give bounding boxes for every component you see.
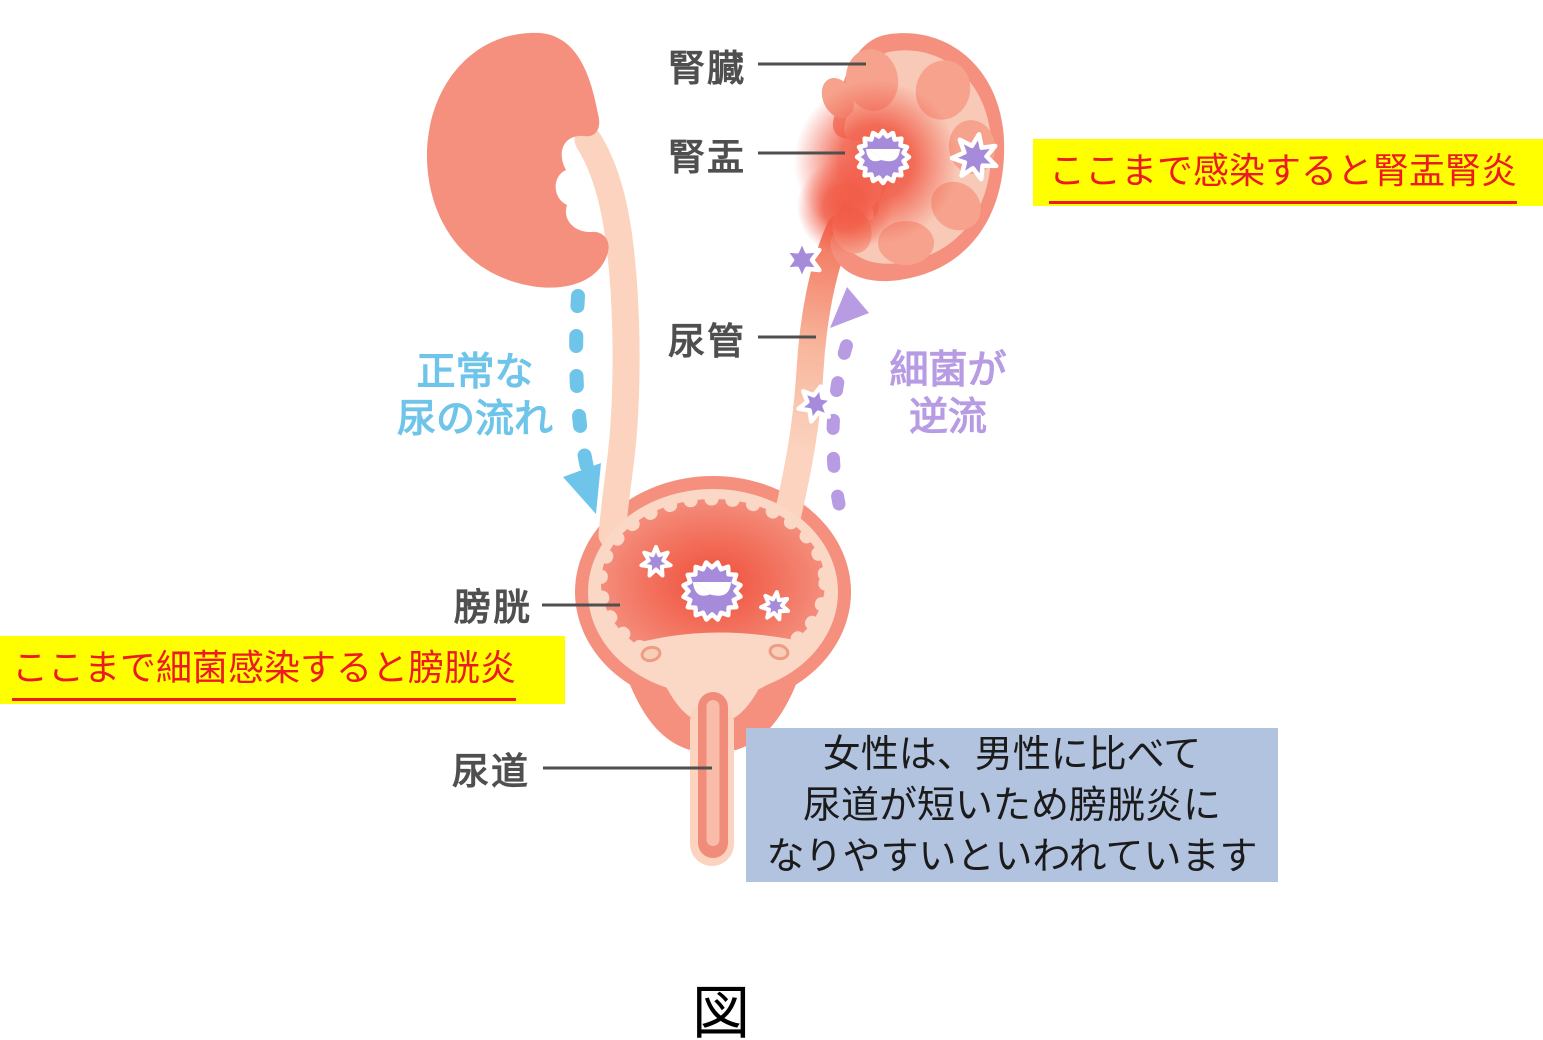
bacteria-star-icon: [796, 384, 836, 424]
backflow-arrow-icon: [826, 287, 869, 511]
cystitis-callout: ここまで細菌感染すると膀胱炎: [0, 636, 565, 704]
renal-pelvis-label: 腎盂: [668, 136, 746, 179]
kidney-label: 腎臓: [668, 47, 746, 90]
bacteria-star-icon: [759, 590, 791, 622]
bacteria-germ-icon: [681, 560, 743, 622]
left-kidney-shape: [426, 32, 609, 288]
bladder-label: 膀胱: [454, 586, 532, 629]
backflow-label: 細菌が 逆流: [889, 348, 1007, 440]
figure-caption: 図: [691, 979, 751, 1040]
label-connector-lines: [542, 62, 866, 770]
ureter-label: 尿管: [668, 320, 746, 363]
normal-flow-label: 正常な 尿の流れ: [396, 350, 554, 442]
normal-flow-arrow-icon: [563, 289, 601, 514]
pyelonephritis-callout: ここまで感染すると腎盂腎炎: [1033, 139, 1543, 206]
left-ureter-shape: [574, 126, 640, 549]
urethra-shape: [690, 692, 734, 866]
bacteria-star-icon: [949, 132, 999, 182]
female-urethra-info-box: 女性は、男性に比べて 尿道が短いため膀胱炎に なりやすいといわれています: [746, 728, 1278, 882]
bladder-trigone: [633, 632, 806, 722]
bacteria-star-icon: [782, 237, 822, 283]
urethra-label: 尿道: [452, 750, 530, 793]
bacteria-star-icon: [639, 545, 673, 578]
bacteria-germ-icon: [854, 128, 912, 186]
right-ureter-shape: [769, 214, 854, 549]
